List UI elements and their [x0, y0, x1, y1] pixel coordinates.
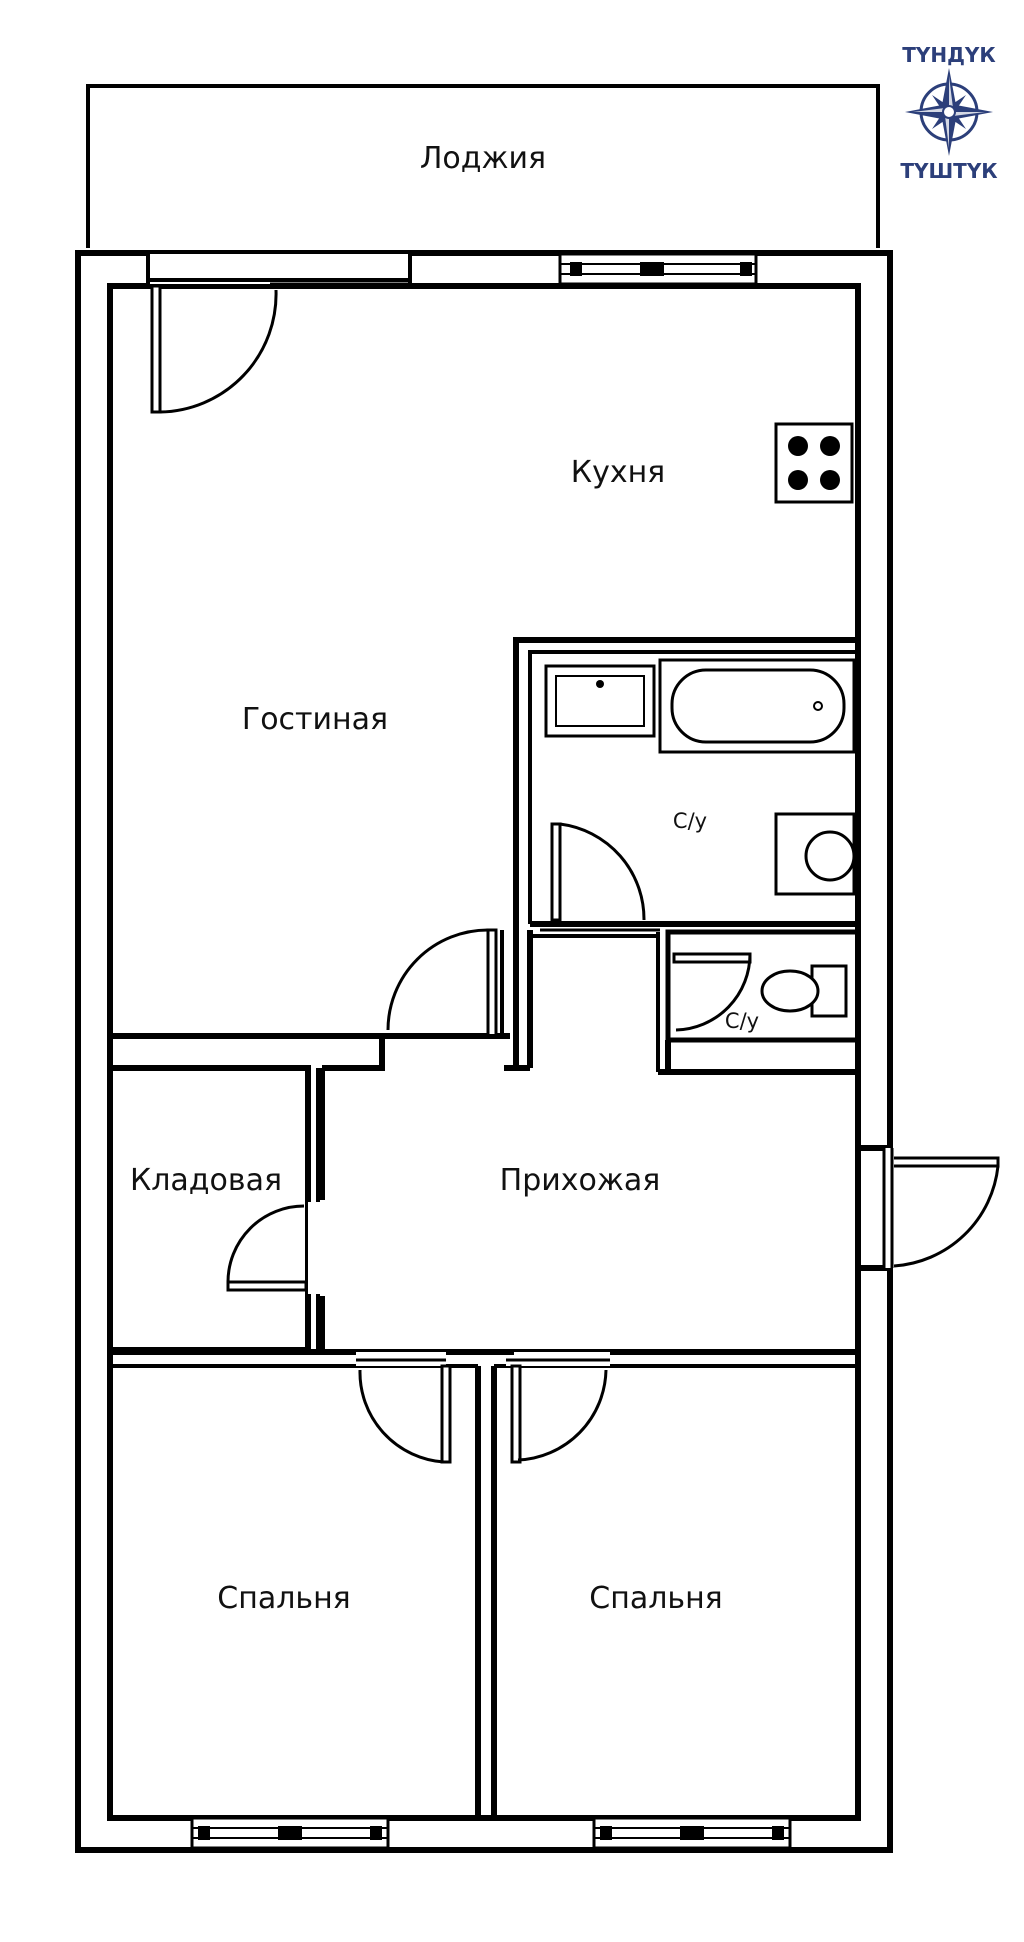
stove-icon — [774, 422, 854, 504]
label-bedroom-right: Спальня — [589, 1581, 722, 1616]
window-bottom-right — [592, 1816, 792, 1850]
label-loggia: Лоджия — [420, 141, 546, 176]
living-door — [386, 928, 500, 1038]
logo-top-text: ТҮНДҮК — [902, 43, 996, 67]
label-toilet: С/у — [725, 1009, 759, 1033]
storage-door — [226, 1202, 320, 1294]
logo-bottom-text: ТҮШТҮК — [900, 159, 998, 183]
logo: ТҮНДҮК ТҮШТҮК — [900, 43, 998, 183]
bathtub-icon — [658, 658, 856, 754]
balcony-door — [150, 284, 278, 414]
label-hallway: Прихожая — [500, 1163, 661, 1198]
outer-wall — [75, 250, 893, 1853]
washing-machine-icon — [774, 812, 856, 896]
label-living: Гостиная — [242, 702, 388, 737]
sink-icon — [544, 664, 656, 738]
bathroom-door — [550, 822, 646, 922]
label-kitchen: Кухня — [571, 455, 665, 490]
label-storage: Кладовая — [130, 1163, 282, 1198]
window-top — [558, 252, 758, 286]
window-bottom-left — [190, 1816, 390, 1850]
outer-wall-inner — [107, 283, 861, 1821]
label-bedroom-left: Спальня — [217, 1581, 350, 1616]
compass-rose-icon — [905, 68, 993, 156]
entrance-door — [882, 1148, 1000, 1268]
toilet-icon — [760, 964, 848, 1018]
toilet-enclosure — [665, 929, 861, 1043]
living-bottom-wall — [110, 1033, 385, 1071]
loggia-outline — [86, 84, 880, 248]
kitchen-bath-wall — [513, 637, 858, 1036]
toilet-door — [672, 952, 752, 1032]
bedroom-right-door — [510, 1364, 608, 1464]
label-bathroom: С/у — [673, 809, 707, 833]
bedroom-left-door — [358, 1364, 452, 1464]
